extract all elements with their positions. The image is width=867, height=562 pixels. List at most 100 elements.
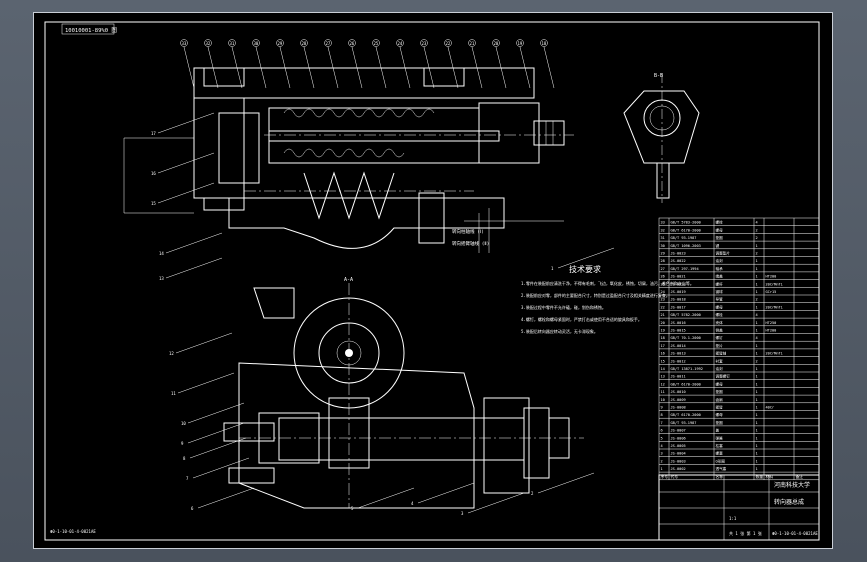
parts-list-cell: 油封 — [716, 366, 724, 371]
leader-number: 17 — [151, 131, 156, 136]
parts-list-cell: 1 — [756, 290, 758, 294]
parts-list-cell: 4 — [661, 444, 663, 448]
parts-list-cell: 21 — [661, 313, 665, 317]
parts-list-cell: 31 — [661, 236, 665, 240]
parts-list-cell: 22 — [661, 305, 665, 309]
parts-list-cell: 4 — [756, 336, 758, 340]
parts-list-cell: JS-0010 — [671, 390, 686, 394]
parts-list-cell: JS-0018 — [671, 298, 686, 302]
leader-line — [231, 46, 243, 89]
leader-number: 20 — [494, 41, 499, 46]
footer-code-left: Φ0-1-10-01-4-0021AE — [50, 529, 96, 534]
parts-list-cell: 钢球 — [716, 289, 724, 294]
parts-list-cell: 1 — [756, 421, 758, 425]
header-code: 10010001-89%0 图 — [65, 26, 117, 34]
parts-list-cell: 1 — [756, 352, 758, 356]
parts-list-cell: 摇臂 — [716, 405, 724, 410]
parts-list-cell: 3 — [661, 452, 663, 456]
parts-list-cell: 垫圈 — [716, 420, 724, 425]
leader-line — [187, 402, 245, 424]
parts-list-cell: HT200 — [766, 275, 777, 279]
leader-number: 4 — [411, 501, 414, 506]
leader-line — [351, 46, 363, 89]
leader-line — [255, 46, 267, 89]
section-label-top: A-A — [344, 277, 353, 283]
parts-list-cell: 1 — [756, 367, 758, 371]
parts-list-cell: JS-0012 — [671, 359, 686, 363]
leader-number: 19 — [518, 41, 523, 46]
parts-list-cell: 7 — [661, 421, 663, 425]
parts-list-cell: 螺母 — [716, 304, 724, 309]
parts-list-cell: 1 — [756, 467, 758, 471]
parts-list-cell: 1 — [756, 305, 758, 309]
parts-list-cell: 28 — [661, 259, 665, 263]
parts-list-cell: 螺栓 — [716, 220, 724, 225]
dim-label-1: 转向柱轴线 (Ⅰ) — [452, 228, 484, 235]
parts-list-header-cell: 数量 — [756, 474, 764, 479]
parts-list-cell: 17 — [661, 344, 665, 348]
leader-number: 21 — [470, 41, 475, 46]
leader-number: 22 — [446, 41, 451, 46]
parts-list-cell: 导管 — [716, 297, 724, 302]
parts-list-header-cell: 代号 — [671, 474, 679, 479]
parts-list-cell: 20CrMnTi — [766, 352, 783, 356]
parts-list-cell: JS-0014 — [671, 344, 686, 348]
leader-balloon — [324, 39, 332, 47]
parts-list-cell: 20CrMnTi — [766, 305, 783, 309]
parts-list-cell: JS-0021 — [671, 275, 686, 279]
parts-list-cell: GB/T 1096-2003 — [671, 244, 701, 248]
parts-list-cell: GB/T 5782-2000 — [671, 313, 701, 317]
leader-number: 3 — [461, 511, 464, 516]
parts-list-cell: 2 — [756, 359, 758, 363]
leader-number: 9 — [181, 441, 184, 446]
tech-req-item-1: 1.零件在装配前应清洗干净，不得有毛刺，飞边，氧化皮，锈蚀，切屑，油污，着色剂和… — [521, 280, 694, 286]
parts-list-cell: JS-0020 — [671, 282, 686, 286]
leader-balloon — [348, 39, 356, 47]
leader-line — [303, 46, 315, 89]
parts-list-cell: JS-0009 — [671, 398, 686, 402]
parts-list-cell: 25 — [661, 282, 665, 286]
leader-line — [157, 152, 215, 174]
parts-list-cell: JS-0006 — [671, 436, 686, 440]
parts-list-header-cell: 名称 — [716, 474, 724, 479]
parts-list-cell: 1 — [756, 375, 758, 379]
parts-list-cell: GB/T 93-1987 — [671, 236, 697, 240]
parts-list-cell: 齿扇 — [716, 397, 724, 402]
tech-req-title: 技术要求 — [569, 264, 601, 274]
bottom-section-view — [223, 283, 584, 509]
dim-label-2: 转向摇臂轴线 (Ⅱ) — [452, 240, 489, 247]
parts-list-cell: 盖 — [716, 428, 720, 433]
leader-number: 26 — [350, 41, 355, 46]
parts-list-cell: JS-0005 — [671, 444, 686, 448]
parts-list-cell: 10 — [661, 398, 665, 402]
parts-list-cell: 26 — [661, 275, 665, 279]
leader-number: 33 — [182, 41, 187, 46]
tech-req-item-5: 5.装配后转向器应转动灵活，无卡滞现象。 — [521, 328, 598, 334]
parts-list-cell: 1 — [756, 436, 758, 440]
parts-list-cell: 9 — [661, 406, 663, 410]
parts-list-cell: 透气塞 — [716, 466, 727, 471]
parts-list-cell: 螺钉 — [716, 335, 724, 340]
parts-list-cell: HT200 — [766, 329, 777, 333]
parts-list-cell: 螺母 — [716, 227, 724, 232]
leader-line — [187, 422, 245, 444]
leader-number: 25 — [374, 41, 379, 46]
parts-list-cell: 2 — [756, 298, 758, 302]
parts-list-cell: JS-0023 — [671, 252, 686, 256]
leader-balloon — [420, 39, 428, 47]
leader-number: 23 — [422, 41, 427, 46]
tech-req-item-2: 2.装配前应对零，部件的主要配合尺寸，特别是过盈配合尺寸及相关精度进行复查。 — [521, 292, 670, 298]
parts-list-cell: 柱塞 — [716, 443, 724, 448]
parts-list-header-cell: 材料 — [766, 474, 774, 479]
leader-line — [447, 46, 459, 89]
leader-line — [197, 487, 255, 509]
leader-line — [423, 46, 435, 89]
parts-list-cell: 40Cr — [766, 406, 775, 410]
parts-list-cell: 1 — [756, 413, 758, 417]
leader-balloon — [396, 39, 404, 47]
leader-number: 24 — [398, 41, 403, 46]
leader-number: 12 — [169, 351, 174, 356]
